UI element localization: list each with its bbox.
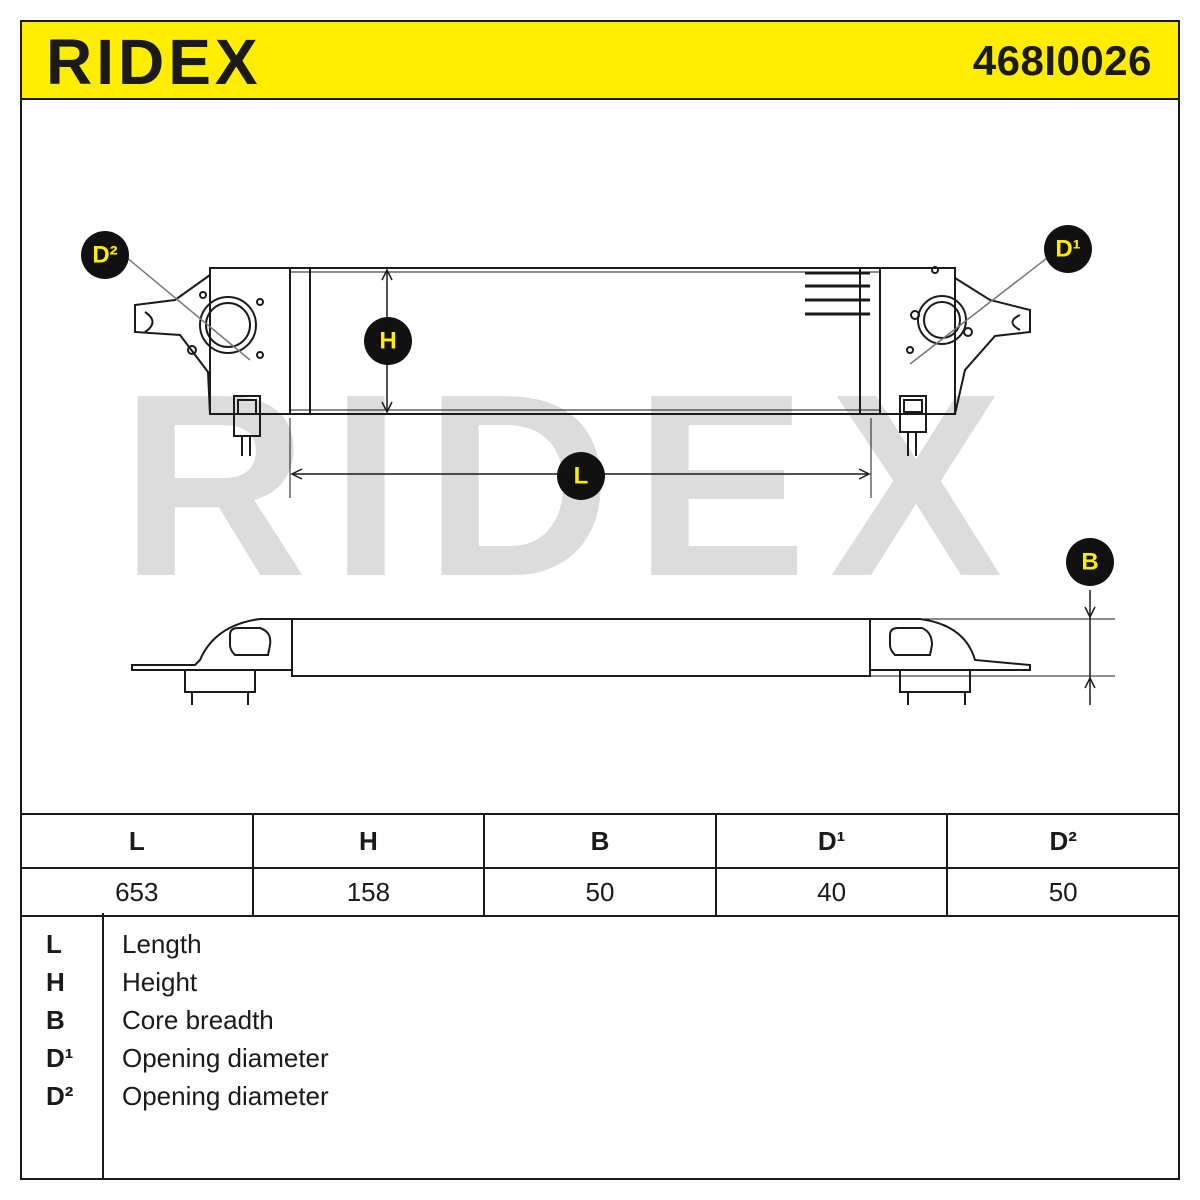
legend-desc: Opening diameter — [122, 1081, 329, 1111]
value-cell-h: 158 — [251, 867, 486, 917]
badge-h: H — [364, 317, 412, 365]
value-cell-l: 653 — [20, 867, 254, 917]
legend-divider — [102, 913, 104, 1180]
dimensions-table: L H B D¹ D² 653 158 50 40 50 — [20, 813, 1180, 917]
value-cell-d2: 50 — [946, 867, 1180, 917]
page-frame — [20, 20, 1180, 1180]
badge-l-label: L — [574, 463, 589, 490]
legend-desc: Height — [122, 967, 198, 997]
breadth-dimension — [870, 590, 1115, 705]
badge-d1-label: D¹ — [1055, 236, 1080, 263]
legend-key: H — [46, 967, 65, 997]
legend-key: D² — [46, 1081, 74, 1111]
legend-item: H Height — [20, 963, 1180, 1001]
legend-item: D² Opening diameter — [20, 1077, 1180, 1115]
part-number: 468I0026 — [972, 37, 1152, 84]
header-bar: RIDEX 468I0026 — [20, 20, 1180, 100]
header-cell-d1: D¹ — [714, 813, 949, 869]
side-view — [131, 590, 1115, 705]
legend-key: L — [46, 929, 62, 959]
header-cell-l: L — [20, 813, 254, 869]
legend-key: B — [46, 1005, 65, 1035]
front-view — [119, 247, 1061, 498]
d2-leader — [119, 251, 251, 361]
legend-desc: Length — [122, 929, 202, 959]
intercooler-drawing-svg: RIDEX — [81, 225, 1115, 705]
header-cell-d2: D² — [946, 813, 1180, 869]
side-core — [291, 618, 871, 677]
badge-b: B — [1066, 538, 1114, 586]
dimensions-value-row: 653 158 50 40 50 — [20, 867, 1180, 917]
legend: L Length H Height B Core breadth D¹ Open… — [20, 913, 1180, 1180]
badge-d2: D² — [81, 231, 129, 279]
header-cell-h: H — [251, 813, 486, 869]
badge-h-label: H — [379, 328, 396, 355]
legend-item: D¹ Opening diameter — [20, 1039, 1180, 1077]
legend-desc: Opening diameter — [122, 1043, 329, 1073]
legend-desc: Core breadth — [122, 1005, 274, 1035]
badge-d2-label: D² — [92, 242, 117, 269]
value-cell-d1: 40 — [714, 867, 949, 917]
badge-b-label: B — [1081, 549, 1098, 576]
header-cell-b: B — [483, 813, 717, 869]
right-tank — [805, 266, 1031, 456]
legend-item: L Length — [20, 925, 1180, 963]
left-tank — [134, 267, 291, 456]
badge-l: L — [557, 452, 605, 500]
value-cell-b: 50 — [483, 867, 717, 917]
dimensions-header-row: L H B D¹ D² — [20, 813, 1180, 869]
d1-leader — [909, 247, 1061, 365]
badge-d1: D¹ — [1044, 225, 1092, 273]
legend-key: D¹ — [46, 1043, 74, 1073]
brand-logo: RIDEX — [46, 26, 262, 98]
legend-item: B Core breadth — [20, 1001, 1180, 1039]
technical-drawing: RIDEX — [20, 100, 1180, 813]
